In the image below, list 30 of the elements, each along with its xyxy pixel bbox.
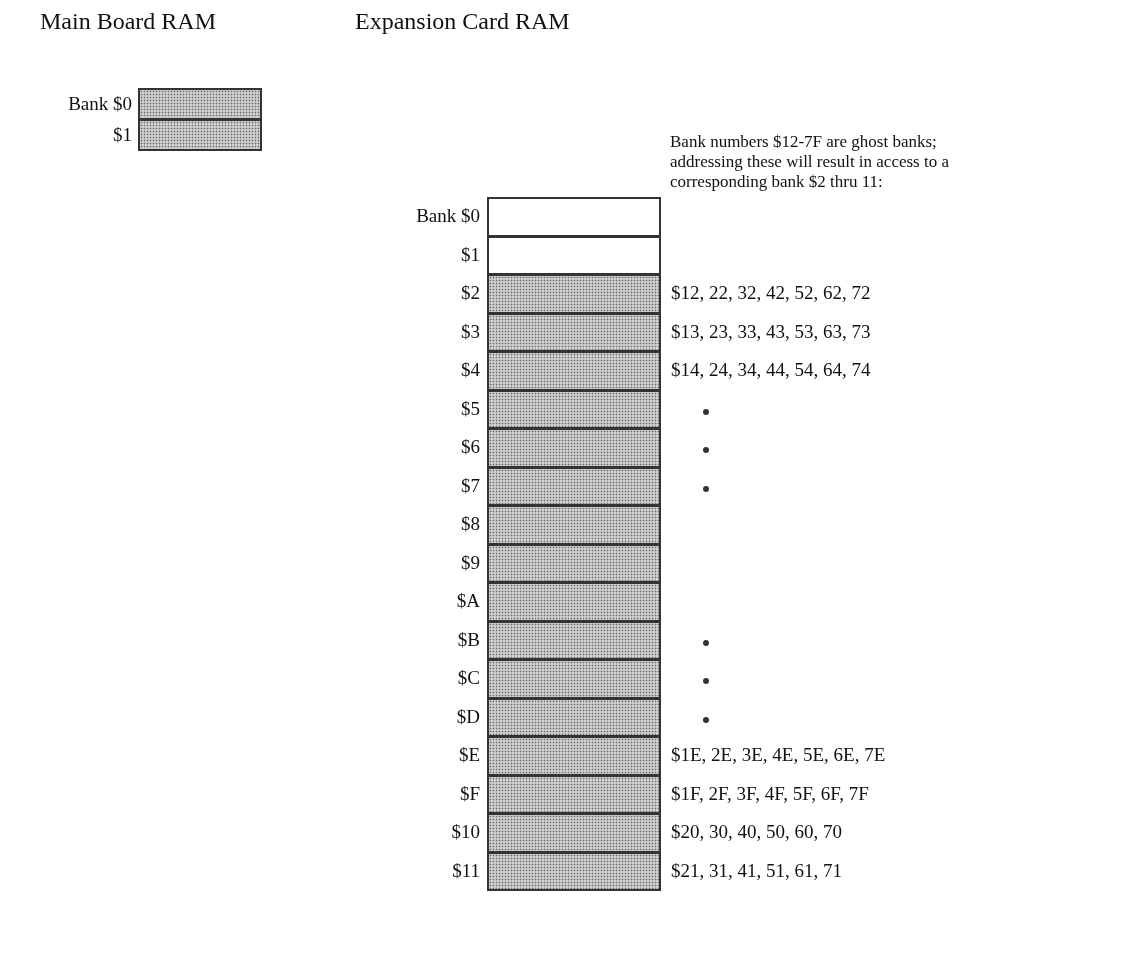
ghost-bank-list: $1E, 2E, 3E, 4E, 5E, 6E, 7E <box>671 744 886 767</box>
ghost-bank-list: $14, 24, 34, 44, 54, 64, 74 <box>671 359 871 382</box>
ghost-bank-list: $12, 22, 32, 42, 52, 62, 72 <box>671 282 871 305</box>
bank-label: Bank $0 <box>415 205 480 228</box>
bank-label: $7 <box>460 474 480 497</box>
bank-label: $10 <box>450 821 480 844</box>
ghost-bank-list: $20, 30, 40, 50, 60, 70 <box>671 821 842 844</box>
ghost-bank-list: $1F, 2F, 3F, 4F, 5F, 6F, 7F <box>671 782 869 805</box>
note-text: Bank numbers $12-7F are ghost banks; addressing these will result in access to a corresponding bank $2 thru 11: <box>670 132 950 192</box>
bank-label: $5 <box>460 397 480 420</box>
bank-label: $F <box>458 782 480 805</box>
bank-label: Bank $0 <box>67 92 132 115</box>
bank-label: $C <box>456 667 480 690</box>
bank-label: $11 <box>451 859 480 882</box>
bank-label: $8 <box>460 513 480 536</box>
bank-label: $3 <box>460 320 480 343</box>
bank-label: $4 <box>460 359 480 382</box>
ghost-bank-list: $13, 23, 33, 43, 53, 63, 73 <box>671 320 871 343</box>
bank-label: $1 <box>460 243 480 266</box>
bank-label: $E <box>457 744 480 767</box>
ghost-bank-list: $21, 31, 41, 51, 61, 71 <box>671 859 842 882</box>
bank-label: $A <box>455 590 480 613</box>
column-heading: Expansion Card RAM <box>355 8 570 35</box>
bank-label: $9 <box>460 551 480 574</box>
bank-label: $6 <box>460 436 480 459</box>
column-heading: Main Board RAM <box>40 8 216 35</box>
bank-label: $B <box>456 628 480 651</box>
bank-label: $1 <box>112 123 132 146</box>
bank-label: $D <box>455 705 480 728</box>
bank-label: $2 <box>460 282 480 305</box>
